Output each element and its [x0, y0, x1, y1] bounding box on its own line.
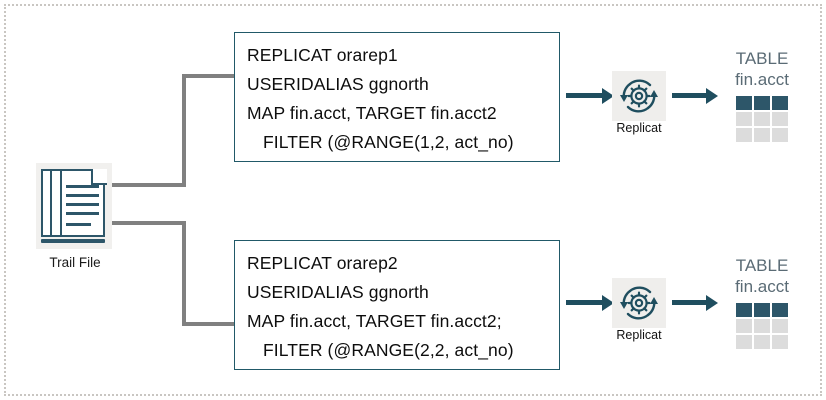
table-body-cell	[772, 112, 788, 126]
table-body-cell	[754, 128, 770, 142]
code-line: MAP fin.acct, TARGET fin.acct2	[247, 103, 497, 123]
table-header-cell	[772, 96, 788, 110]
connector-lower-vertical	[182, 221, 186, 326]
table-body-cell	[736, 335, 752, 349]
table-grid-icon	[736, 303, 788, 349]
table-body-cell	[754, 112, 770, 126]
table-body-cell	[772, 319, 788, 333]
gear-refresh-icon	[612, 71, 666, 121]
code-line: REPLICAT orarep1	[247, 45, 398, 65]
trail-file-label: Trail File	[49, 255, 101, 270]
arrow-shaft	[672, 300, 706, 305]
arrow-replicat-to-table-1	[672, 85, 720, 107]
document-text-line	[66, 223, 91, 226]
code-line: MAP fin.acct, TARGET fin.acct2;	[247, 311, 502, 331]
table-body-cell	[772, 128, 788, 142]
connector-upper-vertical	[182, 74, 186, 187]
document-text-line	[66, 203, 99, 206]
arrow-head	[706, 88, 718, 104]
arrow-shaft	[672, 93, 706, 98]
document-text-line	[66, 185, 99, 188]
arrow-head	[706, 295, 718, 311]
connector-lower-horizontal-2	[182, 322, 236, 326]
table-grid-icon	[736, 96, 788, 142]
table-header-cell	[754, 303, 770, 317]
replicat-process-1: Replicat	[612, 71, 666, 141]
replicat-parameter-box-1: REPLICAT orarep1 USERIDALIAS ggnorth MAP…	[234, 32, 560, 162]
page-fold-icon	[91, 169, 107, 185]
code-line: REPLICAT orarep2	[247, 253, 398, 273]
replicat-label: Replicat	[616, 121, 662, 135]
table-name-label: fin.acct	[735, 70, 789, 89]
table-title-label: TABLE	[735, 49, 789, 68]
replicat-parameter-box-2: REPLICAT orarep2 USERIDALIAS ggnorth MAP…	[234, 240, 560, 370]
table-header-cell	[736, 303, 752, 317]
table-body-cell	[736, 112, 752, 126]
trail-file-icon	[36, 163, 112, 249]
arrow-shaft	[566, 300, 602, 305]
arrow-box-to-replicat-2	[566, 292, 614, 314]
table-name-label: fin.acct	[735, 277, 789, 296]
arrow-head	[602, 88, 614, 104]
document-text-line	[66, 194, 99, 197]
gear-refresh-icon	[612, 278, 666, 328]
arrow-shaft	[566, 93, 602, 98]
arrow-replicat-to-table-2	[672, 292, 720, 314]
replicat-process-2: Replicat	[612, 278, 666, 348]
connector-upper-horizontal-2	[182, 74, 236, 78]
table-title-label: TABLE	[735, 256, 789, 275]
connector-upper-horizontal-1	[112, 183, 186, 187]
code-line: FILTER (@RANGE(2,2, act_no)	[263, 340, 514, 360]
table-body-cell	[754, 319, 770, 333]
document-stack-base	[41, 239, 105, 243]
code-line: USERIDALIAS ggnorth	[247, 74, 429, 94]
target-table-2: TABLE fin.acct	[714, 255, 810, 351]
target-table-1: TABLE fin.acct	[714, 48, 810, 144]
arrow-head	[602, 295, 614, 311]
connector-lower-horizontal-1	[112, 221, 186, 225]
table-header-cell	[736, 96, 752, 110]
document-text-line	[66, 212, 99, 215]
table-header-cell	[754, 96, 770, 110]
table-body-cell	[772, 335, 788, 349]
arrow-box-to-replicat-1	[566, 85, 614, 107]
code-line: FILTER (@RANGE(1,2, act_no)	[263, 132, 514, 152]
table-body-cell	[736, 319, 752, 333]
table-body-cell	[754, 335, 770, 349]
table-header-cell	[772, 303, 788, 317]
code-line: USERIDALIAS ggnorth	[247, 282, 429, 302]
replicat-label: Replicat	[616, 328, 662, 342]
table-body-cell	[736, 128, 752, 142]
